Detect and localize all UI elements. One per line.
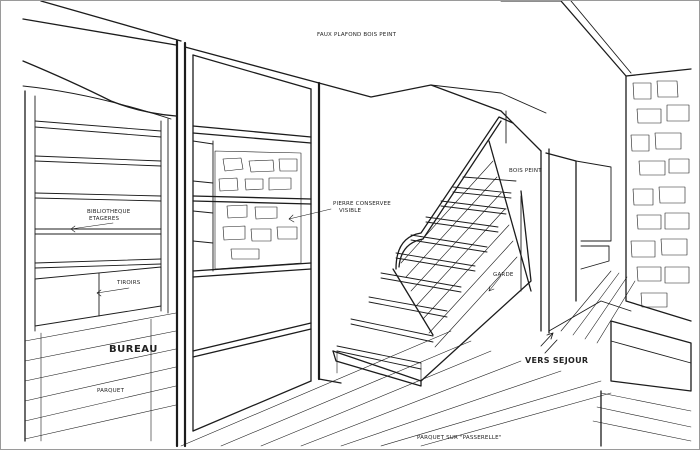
glass-partition xyxy=(175,39,321,448)
shelving-note-line1: BIBLIOTHEQUE xyxy=(87,209,131,215)
drawers-note: TIROIRS xyxy=(117,280,141,286)
floor-bottom-note: PARQUET SUR "PASSERELLE" xyxy=(417,435,502,441)
central-wall xyxy=(180,82,612,447)
shelving-note-line2: ETAGERES xyxy=(89,216,120,222)
direction-note: VERS SEJOUR xyxy=(525,356,589,365)
room-name: BUREAU xyxy=(109,344,158,355)
stone-wall-right xyxy=(560,1,692,447)
stone-wall-center xyxy=(214,150,332,270)
stone-wall-note-line2: VISIBLE xyxy=(339,208,362,214)
stone-wall-note-line1: PIERRE CONSERVEE xyxy=(333,201,391,207)
right-opening xyxy=(540,148,636,354)
floor-left-note: PARQUET xyxy=(97,388,125,394)
ceiling-lines xyxy=(40,1,562,42)
staircase xyxy=(332,116,532,387)
stair-note: BOIS PEINT xyxy=(509,168,542,174)
ceiling-note: FAUX PLAFOND BOIS PEINT xyxy=(317,32,397,38)
bookshelf-wall xyxy=(22,18,177,442)
rail-note: GARDE xyxy=(493,272,514,278)
